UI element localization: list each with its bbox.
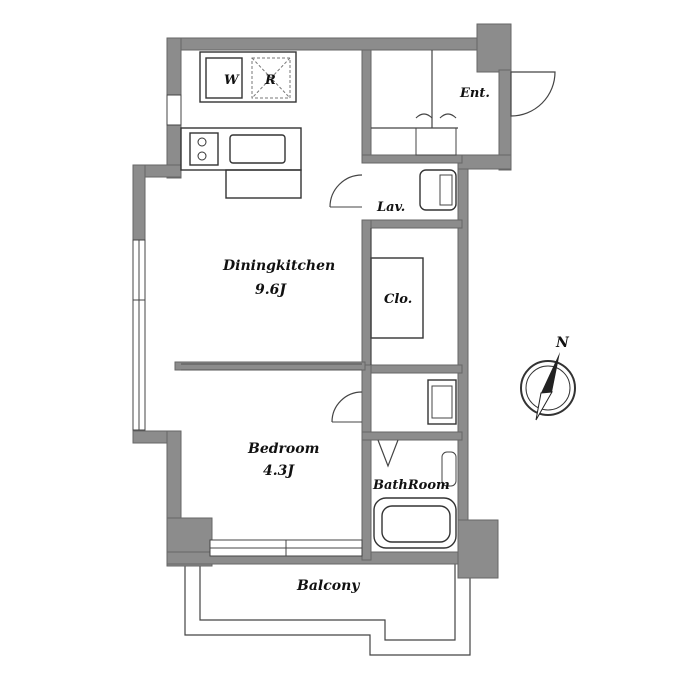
bedroom-window	[209, 539, 363, 557]
washbasin	[377, 379, 457, 468]
room-label-balcony: Balcony	[296, 578, 360, 594]
fridge-label: R	[264, 73, 276, 88]
room-size-dining: 9.6J	[255, 282, 287, 298]
compass-north-label: N	[555, 335, 570, 351]
compass: N	[520, 335, 576, 421]
room-label-closet: Clo.	[384, 292, 412, 307]
balcony	[184, 559, 471, 656]
kitchen-counter	[180, 127, 302, 199]
room-label-bedroom: Bedroom	[247, 441, 319, 457]
washer-label: W	[224, 73, 240, 88]
compass-needle-north	[541, 352, 560, 393]
bedroom-door	[331, 391, 363, 423]
room-label-entrance: Ent.	[459, 86, 490, 101]
entrance	[371, 50, 556, 156]
room-label-lavatory: Lav.	[376, 200, 405, 215]
lavatory	[329, 169, 457, 211]
compass-needle-south	[535, 391, 553, 421]
room-size-bedroom: 4.3J	[263, 463, 295, 479]
interior-walls	[174, 49, 463, 561]
room-label-bathroom: BathRoom	[372, 478, 450, 493]
left-windows	[132, 94, 182, 431]
bathtub	[373, 451, 457, 549]
washer-fridge	[199, 51, 297, 103]
exterior-walls	[132, 23, 512, 579]
room-label-dining: Diningkitchen	[222, 258, 335, 274]
closet	[370, 228, 424, 365]
